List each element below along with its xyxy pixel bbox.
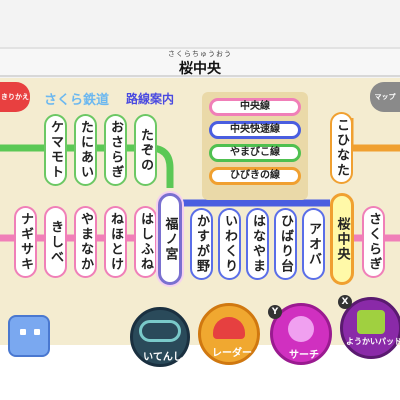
legend-yamabiko: やまびこ線 [209,144,301,162]
search-key-badge: Y [268,305,282,319]
search-label: サーチ [289,350,319,361]
radar-label: レーダー [212,348,252,359]
bottom-bar: いてんし レーダー サーチ Y ようかいパッド X [0,295,400,400]
route-guide-label: 路線案内 [126,92,175,106]
location-banner [0,47,400,77]
radar-button[interactable]: レーダー [198,303,260,365]
station-kasugano[interactable]: かすが野 [190,208,213,280]
station-nehotoke[interactable]: ねほとけ [104,206,127,278]
station-aoba[interactable]: アオバ [302,208,325,280]
yokai-pad-key-badge: X [338,295,352,309]
station-kohinata[interactable]: こひなた [330,112,353,184]
search-icon [288,316,314,342]
station-osaragi[interactable]: おさらぎ [104,114,127,186]
bike-icon [139,320,181,342]
switch-label: きりかえ [1,93,29,101]
legend-hibikino: ひびきの線 [209,167,301,185]
face-icon[interactable] [8,315,50,357]
route-map: きりかえ さくら鉄道 路線案内 マップ 中央線 中央快速線 やまびこ線 ひびきの… [0,78,400,345]
legend-chuo: 中央線 [209,98,301,116]
legend-chuo-rapid: 中央快速線 [209,121,301,139]
station-hibaridai[interactable]: ひばり台 [274,208,297,280]
station-iwakuri[interactable]: いわくり [218,208,241,280]
railway-name: さくら鉄道 [44,93,110,108]
pad-icon [357,310,385,334]
station-tazono[interactable]: たぞの [134,114,157,186]
station-yamanaka[interactable]: やまなか [74,206,97,278]
bike-label: いてんし [143,352,183,363]
station-kishibe[interactable]: きしべ [44,206,67,278]
map-button[interactable]: マップ [370,82,400,112]
yokai-pad-button[interactable]: ようかいパッド [340,297,400,359]
station-taniai[interactable]: たにあい [74,114,97,186]
location-ruby: さくらちゅうおう [168,50,232,58]
station-hanayama[interactable]: はなやま [246,208,269,280]
station-hashifune[interactable]: はしふね [134,206,157,278]
radar-icon [213,317,245,339]
switch-button[interactable]: きりかえ [0,82,30,112]
station-nagisaki[interactable]: ナギサキ [14,206,37,278]
station-fukunomiya[interactable]: 福ノ宮 [158,193,182,285]
yokai-pad-label: ようかいパッド [346,337,400,346]
station-kemamoto[interactable]: ケマモト [44,114,67,186]
bike-button[interactable]: いてんし [130,307,190,367]
map-label: マップ [374,93,396,101]
station-sakuragi[interactable]: さくらぎ [362,206,385,278]
station-sakurachuo-current[interactable]: 桜中央 [330,193,354,285]
location-name: 桜中央 [179,61,221,77]
